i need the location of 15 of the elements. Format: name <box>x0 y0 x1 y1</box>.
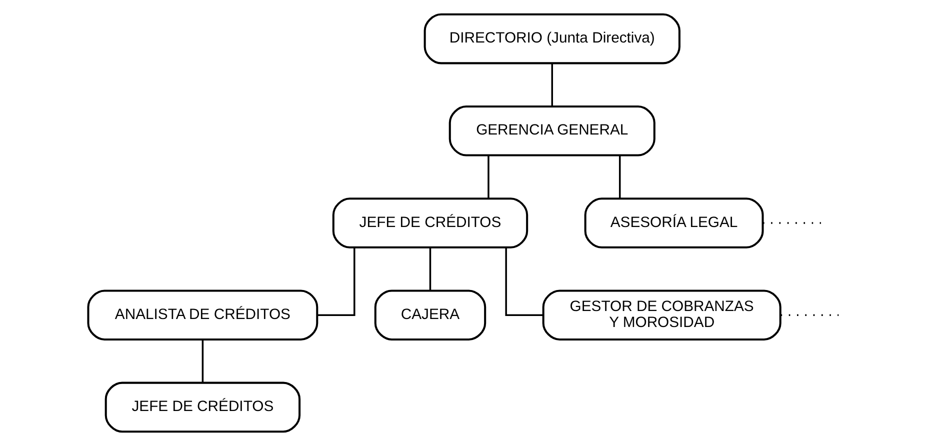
node-box: CAJERA <box>374 289 486 340</box>
node-box: JEFE DE CRÉDITOS <box>332 197 528 248</box>
node-box: ANALISTA DE CRÉDITOS <box>87 289 318 340</box>
node-box: DIRECTORIO (Junta Directiva) <box>424 12 680 64</box>
node-box: ASESORÍA LEGAL <box>584 197 764 248</box>
node-box: GESTOR DE COBRANZAS Y MOROSIDAD <box>542 289 782 340</box>
connector <box>317 247 356 316</box>
node-box: GERENCIA GENERAL <box>448 105 656 156</box>
connector <box>505 247 543 316</box>
connector <box>429 247 432 290</box>
connector <box>551 62 554 106</box>
node-box: JEFE DE CRÉDITOS <box>104 381 301 432</box>
connector <box>202 339 204 382</box>
connector <box>618 155 621 198</box>
connector <box>488 155 490 198</box>
